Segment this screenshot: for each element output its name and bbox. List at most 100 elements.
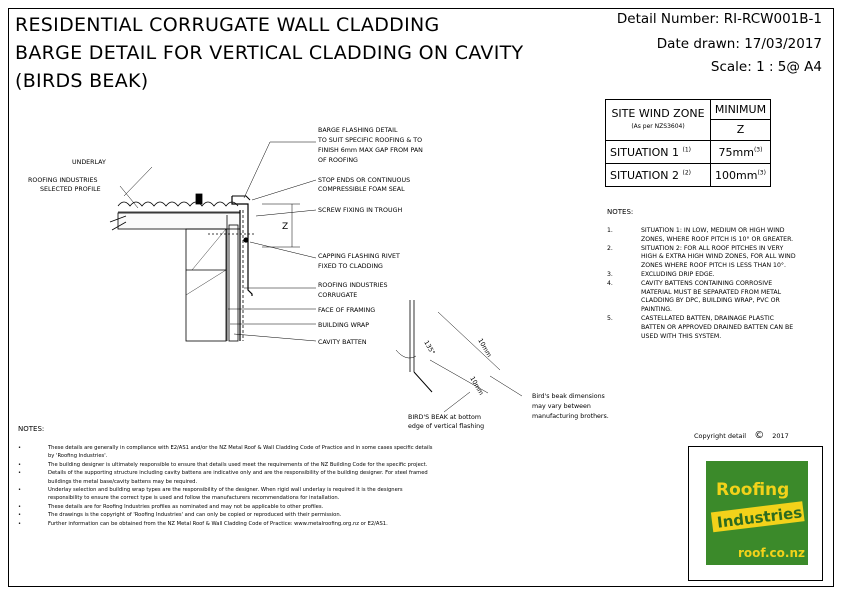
minimum-label: MINIMUM xyxy=(711,100,770,120)
barge-flashing-top xyxy=(232,195,251,201)
note-text: CASTELLATED BATTEN, DRAINAGE PLASTIC BAT… xyxy=(641,314,794,340)
drawing-sheet-border xyxy=(8,8,834,587)
break-line xyxy=(111,221,127,231)
roofing-industries-logo: Roofing Industries roof.co.nz xyxy=(706,461,808,565)
label-capping-flashing: CAPPING FLASHING RIVET xyxy=(318,253,400,260)
dim-10mm-line xyxy=(429,359,489,394)
note-text: SITUATION 2: FOR ALL ROOF PITCHES IN VER… xyxy=(641,244,796,270)
site-wind-zone-sub: (As per NZS3604) xyxy=(631,123,685,130)
right-note-item: 3.EXCLUDING DRIP EDGE. xyxy=(607,271,797,280)
copyright-icon: © xyxy=(754,430,765,441)
situation-2-value-ref: (3) xyxy=(757,168,766,176)
bottom-note-text: The drawings is the copyright of 'Roofin… xyxy=(48,512,342,519)
bottom-note-item: •Underlay selection and building wrap ty… xyxy=(18,486,438,503)
scale-label: Scale: xyxy=(710,59,752,75)
site-wind-zone-label: SITE WIND ZONE xyxy=(611,107,705,120)
title-line-2: BARGE DETAIL FOR VERTICAL CLADDING ON CA… xyxy=(15,42,524,64)
label-roofing-corrugate: CORRUGATE xyxy=(318,292,357,299)
birds-beak-kick xyxy=(413,371,433,393)
leader-birds-beak xyxy=(443,391,471,413)
label-stop-ends: STOP ENDS OR CONTINUOUS xyxy=(318,177,410,184)
leader-birds-dims xyxy=(489,375,523,397)
right-note-item: 2. SITUATION 2: FOR ALL ROOF PITCHES IN V… xyxy=(607,245,797,271)
date-label: Date drawn: xyxy=(656,36,740,52)
date-value: 17/03/2017 xyxy=(744,36,822,52)
bottom-note-text: Underlay selection and building wrap typ… xyxy=(48,487,403,502)
leader-capping xyxy=(249,241,317,259)
framing-hatch xyxy=(191,228,227,271)
situation-1-value-ref: (3) xyxy=(753,145,763,153)
logo-frame: Roofing Industries roof.co.nz xyxy=(688,446,823,581)
minimum-z-label: Z xyxy=(736,123,745,136)
situation-1-ref: (1) xyxy=(682,145,692,153)
bottom-note-item: •These details are for Roofing Industrie… xyxy=(18,503,324,510)
label-angle-135: 135° xyxy=(422,339,437,356)
label-underlay: UNDERLAY xyxy=(72,159,106,166)
leader-roofing xyxy=(119,185,139,209)
leader-batten xyxy=(233,333,317,342)
situation-1-label: SITUATION 1 xyxy=(610,145,680,159)
situation-2-value-cell: 100mm(3) xyxy=(710,163,771,187)
break-line xyxy=(109,215,127,223)
right-note-item: 4.CAVITY BATTENS CONTAINING CORROSIVE MA… xyxy=(607,280,797,315)
situation-2-cell: SITUATION 2 (2) xyxy=(605,163,711,187)
label-roofing-corrugate: ROOFING INDUSTRIES xyxy=(318,282,387,289)
bottom-note-text: These details are for Roofing Industries… xyxy=(48,503,324,510)
label-building-wrap: BUILDING WRAP xyxy=(318,322,369,329)
rivet-icon xyxy=(243,237,249,243)
roof-framing xyxy=(117,212,241,230)
wind-table-header-min: MINIMUM Z xyxy=(710,99,771,141)
bottom-notes-title: NOTES: xyxy=(18,425,45,433)
cavity-batten xyxy=(228,224,239,342)
copyright-line: Copyright detail © 2017 xyxy=(694,430,789,441)
logo-text-url: roof.co.nz xyxy=(738,546,805,560)
date-row: Date drawn: 17/03/2017 xyxy=(657,36,822,52)
copyright-label: Copyright detail xyxy=(694,432,747,440)
label-face-of-framing: FACE OF FRAMING xyxy=(318,307,375,314)
label-dim-z: Z xyxy=(282,222,288,232)
note-text: SITUATION 1: IN LOW, MEDIUM OR HIGH WIND… xyxy=(641,227,794,243)
wind-zone-table: SITE WIND ZONE (As per NZS3604) MINIMUM … xyxy=(605,99,771,187)
right-note-item: 5. CASTELLATED BATTEN, DRAINAGE PLASTIC B… xyxy=(607,315,797,341)
bottom-note-item: •The building designer is ultimately res… xyxy=(18,461,428,468)
label-barge-flashing: TO SUIT SPECIFIC ROOFING & TO xyxy=(317,137,422,144)
title-line-3: (BIRDS BEAK) xyxy=(15,70,149,92)
dim-10mm-line xyxy=(437,311,501,371)
leader-stop-ends xyxy=(251,179,317,201)
angle-arc xyxy=(395,349,417,359)
scale-row: Scale: 1 : 5@ A4 xyxy=(711,59,822,75)
wind-table-header-zone: SITE WIND ZONE (As per NZS3604) xyxy=(605,99,711,141)
leader-screw xyxy=(255,209,317,217)
wind-table-row: SITUATION 2 (2) 100mm(3) xyxy=(605,163,771,187)
label-capping-flashing: FIXED TO CLADDING xyxy=(318,263,383,270)
scale-value: 1 : 5@ A4 xyxy=(756,59,822,75)
label-birds-beak-dims: Bird's beak dimensions xyxy=(532,393,605,400)
situation-1-value: 75mm xyxy=(718,145,754,159)
bottom-note-item: •Further information can be obtained fro… xyxy=(18,520,388,527)
situation-2-value: 100mm xyxy=(715,168,758,182)
situation-2-label: SITUATION 2 xyxy=(610,168,680,182)
note-number: 1. xyxy=(607,227,613,234)
right-notes-title: NOTES: xyxy=(607,208,634,216)
logo-text-roofing: Roofing xyxy=(716,480,789,500)
label-birds-beak: BIRD'S BEAK at bottom xyxy=(408,414,481,421)
label-roofing-profile: SELECTED PROFILE xyxy=(40,186,101,193)
screw-fixing-icon xyxy=(195,193,203,205)
note-number: 3. xyxy=(607,270,613,278)
label-roofing-profile: ROOFING INDUSTRIES xyxy=(28,177,97,184)
note-number: 5. xyxy=(607,314,613,322)
bottom-note-text: Details of the supporting structure incl… xyxy=(48,470,428,485)
note-number: 2. xyxy=(607,244,613,252)
title-line-1: RESIDENTIAL CORRUGATE WALL CLADDING xyxy=(15,14,440,36)
label-birds-beak-dims: may vary between xyxy=(532,403,591,410)
right-note-item: 1. SITUATION 1: IN LOW, MEDIUM OR HIGH WI… xyxy=(607,227,797,245)
note-text: CAVITY BATTENS CONTAINING CORROSIVE MATE… xyxy=(641,279,782,314)
wall-framing xyxy=(185,228,227,342)
detail-number-row: Detail Number: RI-RCW001B-1 xyxy=(617,11,822,27)
situation-2-ref: (2) xyxy=(682,168,692,176)
leader-barge xyxy=(243,141,316,199)
bottom-note-text: These details are generally in complianc… xyxy=(48,445,433,460)
barge-flashing xyxy=(231,196,253,296)
label-barge-flashing: FINISH 6mm MAX GAP FROM PAN xyxy=(318,147,423,154)
